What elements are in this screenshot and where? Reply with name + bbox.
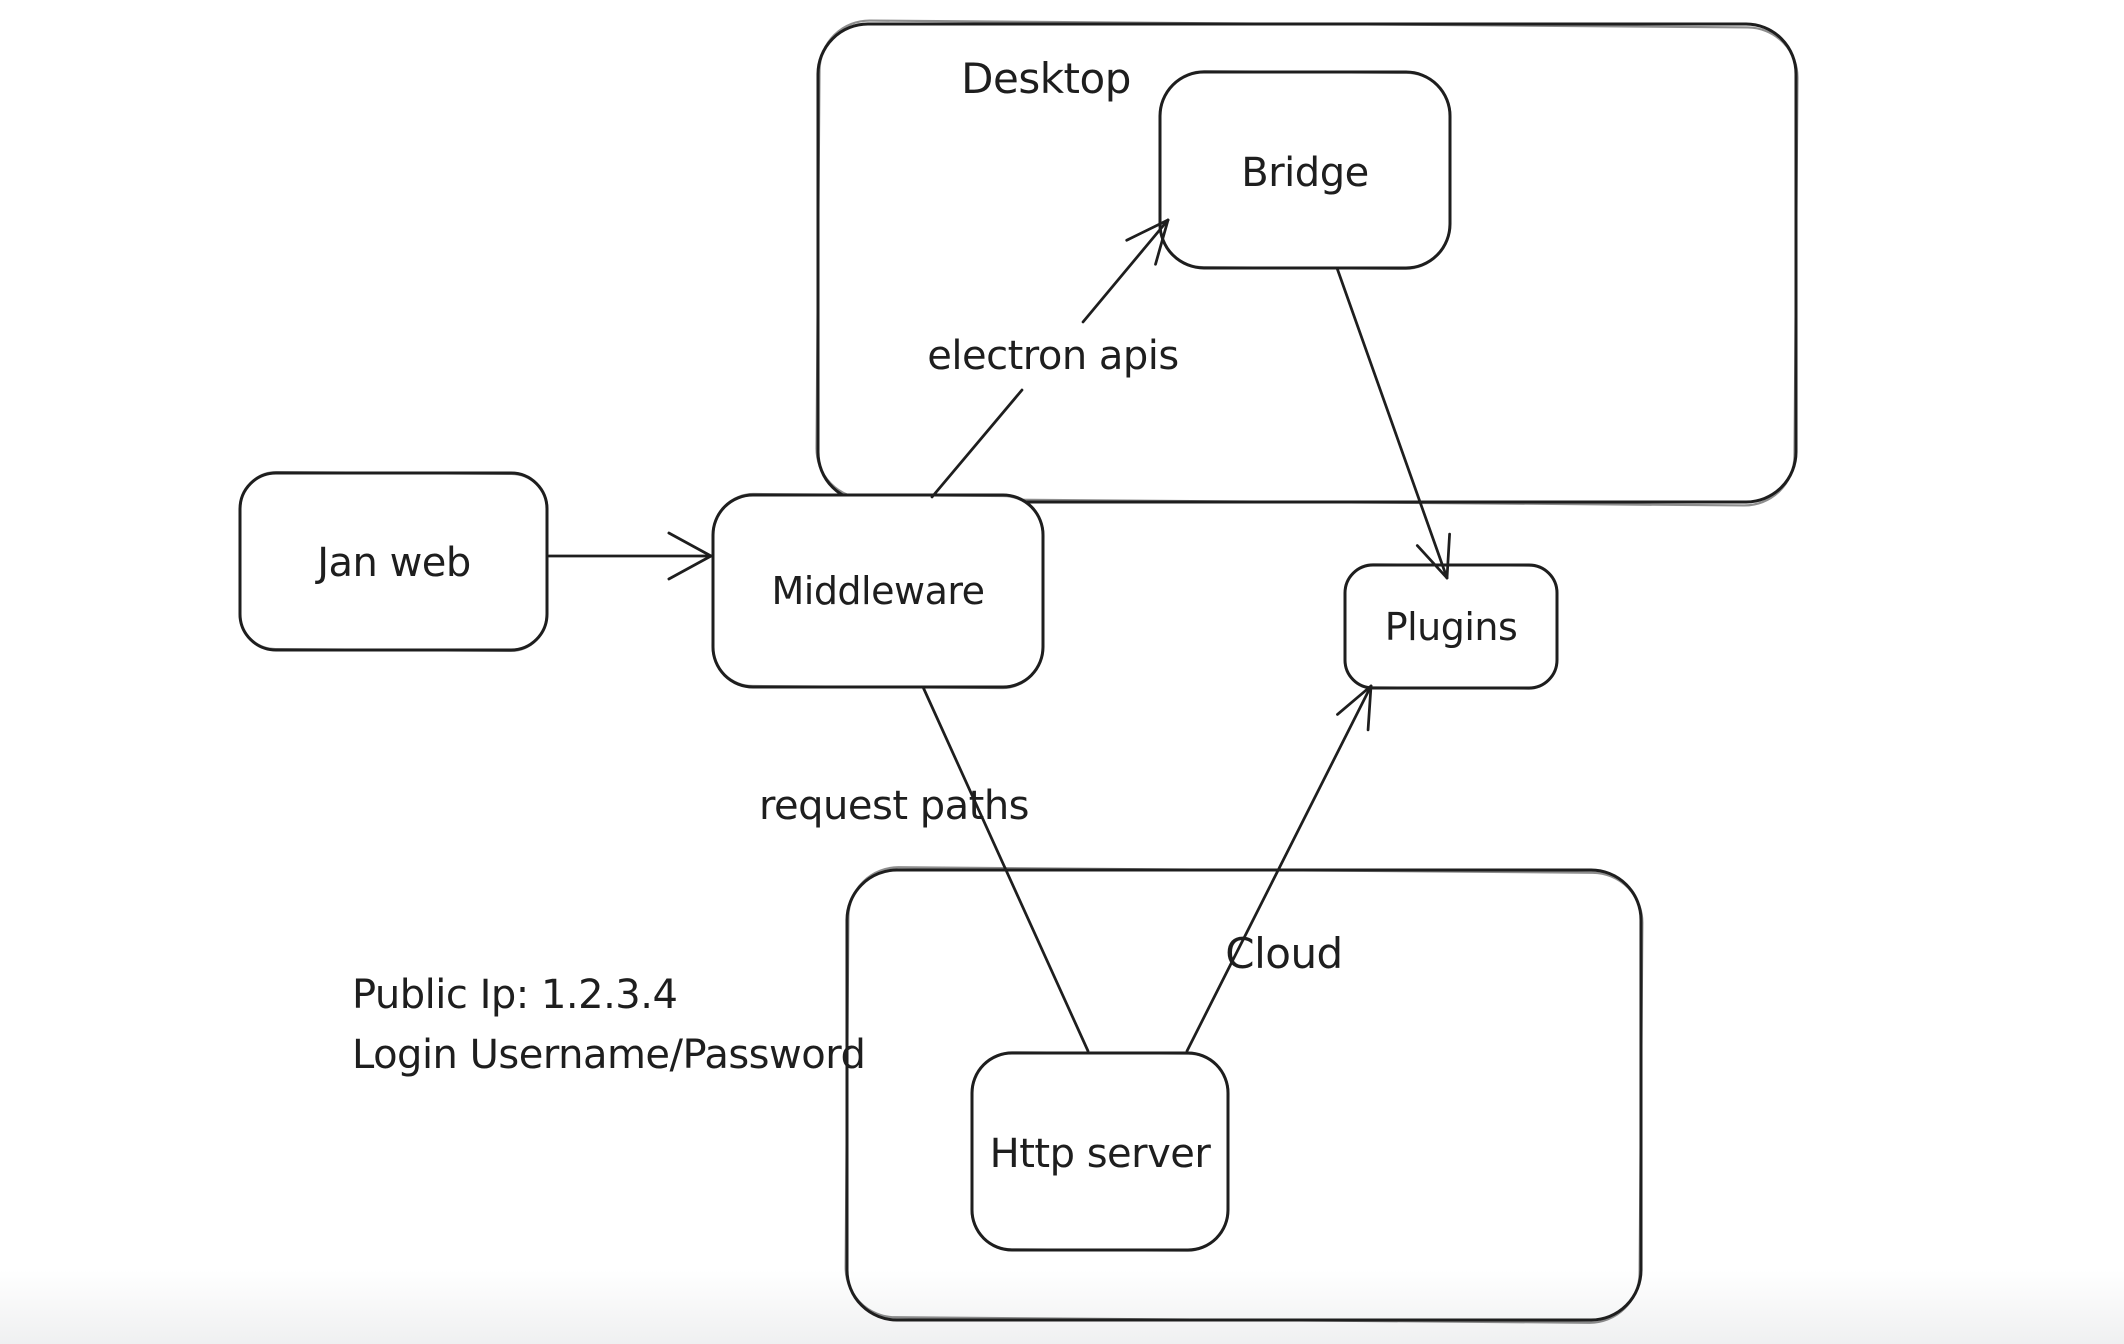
jan-web-node-group: Jan web [238, 470, 549, 653]
middleware-to-bridge-arrowhead-1 [1125, 218, 1170, 242]
middleware-to-http-server-line-0[interactable] [921, 685, 1090, 1053]
cloud-container-sketch-stroke [844, 866, 1644, 1324]
http-server-to-plugins-arrowhead-0 [1366, 684, 1373, 732]
http-server-to-plugins-arrowhead-1 [1336, 684, 1373, 716]
bridge-node-group: Bridge [1158, 70, 1452, 270]
middleware-node-label: Middleware [771, 569, 984, 613]
electron-apis-label[interactable]: electron apis [927, 333, 1179, 379]
http-server-node-sketch-stroke [970, 1051, 1230, 1252]
login-label[interactable]: Login Username/Password [352, 1032, 866, 1078]
public-ip-label[interactable]: Public Ip: 1.2.3.4 [352, 972, 678, 1018]
bridge-to-plugins-arrowhead-1 [1445, 532, 1451, 580]
middleware-node-group: Middleware [711, 492, 1045, 690]
screenshot-bottom-band [0, 1270, 2124, 1344]
middleware-to-bridge-arrow[interactable] [930, 218, 1170, 499]
middleware-node-sketch-stroke [711, 492, 1045, 690]
desktop-group: Desktop [815, 19, 1799, 507]
bridge-to-plugins-line-0[interactable] [1335, 266, 1449, 580]
jan-web-node-sketch-stroke [238, 470, 549, 653]
plugins-node-sketch-stroke [1343, 563, 1559, 690]
http-server-node-label: Http server [990, 1131, 1212, 1177]
http-server-to-plugins-arrow[interactable] [1185, 684, 1373, 1053]
middleware-to-bridge-line-1[interactable] [1081, 218, 1170, 324]
http-server-to-plugins-line-0[interactable] [1185, 684, 1373, 1053]
plugins-node-group: Plugins [1343, 563, 1559, 690]
bridge-to-plugins-arrowhead-0 [1415, 544, 1449, 580]
middleware-to-bridge-arrowhead-0 [1154, 218, 1170, 266]
bridge-node-label: Bridge [1241, 150, 1368, 196]
cloud-group: Cloud [844, 866, 1644, 1324]
middleware-to-http-server-arrow[interactable] [921, 685, 1090, 1053]
http-server-node-group: Http server [970, 1051, 1230, 1252]
bridge-to-plugins-arrow[interactable] [1335, 266, 1451, 580]
desktop-container-sketch-stroke [815, 19, 1799, 507]
middleware-to-bridge-line-0[interactable] [930, 388, 1024, 499]
jan-web-to-middleware-arrowhead-1 [667, 531, 713, 558]
jan-web-node-label: Jan web [314, 540, 471, 586]
plugins-node-label: Plugins [1385, 605, 1518, 649]
jan-web-to-middleware-arrowhead-0 [667, 554, 713, 581]
bridge-node-sketch-stroke [1158, 70, 1452, 270]
request-paths-label[interactable]: request paths [759, 783, 1030, 829]
desktop-container-label: Desktop [961, 54, 1131, 103]
cloud-container-label: Cloud [1225, 929, 1342, 978]
jan-web-to-middleware-arrow[interactable] [547, 531, 713, 581]
